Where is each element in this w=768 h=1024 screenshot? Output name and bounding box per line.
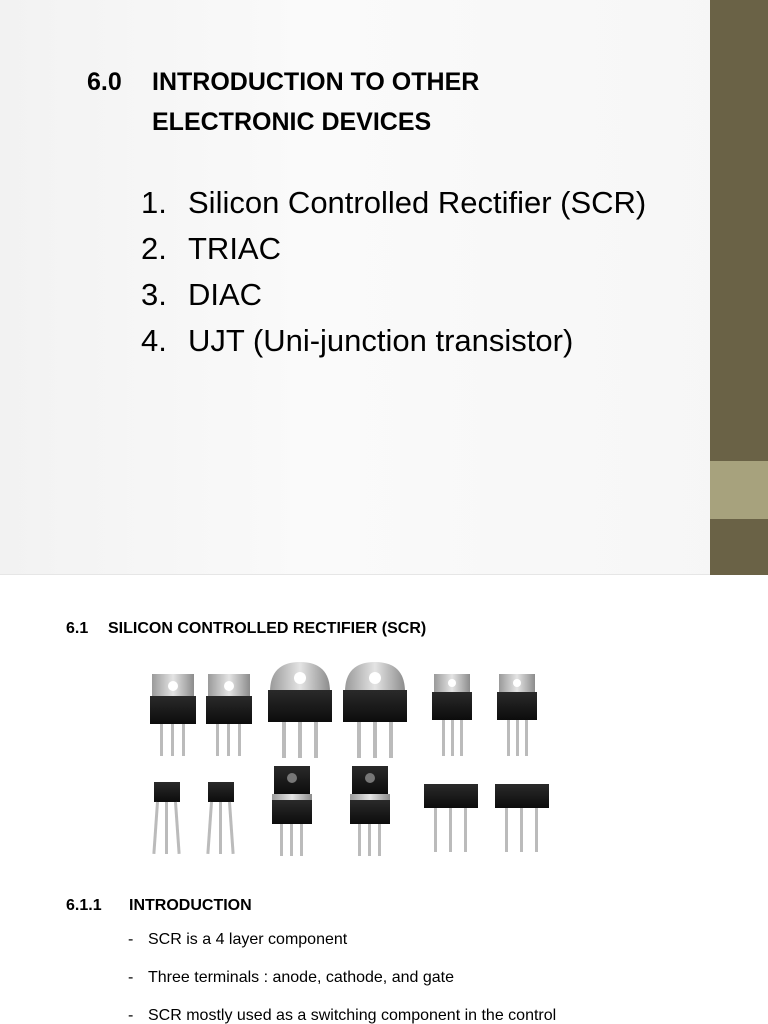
bullet-item: -SCR mostly used as a switching componen… [128, 1007, 556, 1024]
list-text: UJT (Uni-junction transistor) [188, 323, 574, 358]
title-number: 6.0 [87, 68, 122, 96]
bullet-dash: - [128, 969, 134, 986]
scr-to220-4 [497, 674, 537, 756]
scr-to92-1 [152, 782, 181, 855]
scr-to220-3 [432, 674, 472, 756]
scr-to220ab-1 [272, 766, 312, 856]
slide-title: 6.0 INTRODUCTION TO OTHER ELECTRONIC DEVI… [87, 62, 667, 142]
list-number: 2. [141, 231, 167, 266]
scr-to218-1 [268, 662, 332, 758]
subsection-title: INTRODUCTION [129, 897, 252, 914]
list-item: 4. UJT (Uni-junction transistor) [141, 318, 646, 364]
list-item: 3. DIAC [141, 272, 646, 318]
section-title: SILICON CONTROLLED RECTIFIER (SCR) [108, 620, 427, 637]
list-number: 1. [141, 185, 167, 220]
bullet-list: -SCR is a 4 layer component -Three termi… [128, 931, 556, 1024]
title-line-2: ELECTRONIC DEVICES [152, 108, 432, 136]
title-line-1: INTRODUCTION TO OTHER [152, 68, 480, 96]
scr-to92-2 [206, 782, 235, 855]
scr-to220-1 [150, 674, 196, 756]
subsection-number: 6.1.1 [66, 897, 102, 914]
list-text: Silicon Controlled Rectifier (SCR) [188, 185, 647, 220]
bullet-dash: - [128, 931, 134, 948]
scr-to220ab-2 [350, 766, 390, 856]
bullet-dash: - [128, 1007, 134, 1024]
list-item: 1. Silicon Controlled Rectifier (SCR) [141, 180, 646, 226]
list-number: 4. [141, 323, 167, 358]
sidebar-accent [710, 461, 768, 519]
section-number: 6.1 [66, 620, 89, 637]
list-number: 3. [141, 277, 167, 312]
bullet-text: Three terminals : anode, cathode, and ga… [148, 969, 454, 986]
bullet-item: -SCR is a 4 layer component [128, 931, 556, 969]
scr-components-photo [150, 662, 549, 856]
scr-to220-2 [206, 674, 252, 756]
section-heading: 6.1 SILICON CONTROLLED RECTIFIER (SCR) [66, 620, 426, 638]
list-item: 2. TRIAC [141, 226, 646, 272]
bullet-text: SCR is a 4 layer component [148, 931, 348, 948]
scr-to218-2 [343, 662, 407, 758]
slide-1: 6.0 INTRODUCTION TO OTHER ELECTRONIC DEVI… [0, 0, 768, 575]
list-text: TRIAC [188, 231, 281, 266]
scr-flat-2 [495, 784, 549, 852]
bullet-text: SCR mostly used as a switching component… [148, 1007, 557, 1024]
list-text: DIAC [188, 277, 263, 312]
device-list: 1. Silicon Controlled Rectifier (SCR) 2. T… [141, 180, 646, 364]
scr-flat-1 [424, 784, 478, 852]
subsection-heading: 6.1.1 INTRODUCTION [66, 897, 252, 915]
bullet-item: -Three terminals : anode, cathode, and g… [128, 969, 556, 1007]
slide-2: 6.1 SILICON CONTROLLED RECTIFIER (SCR) [0, 576, 768, 1024]
